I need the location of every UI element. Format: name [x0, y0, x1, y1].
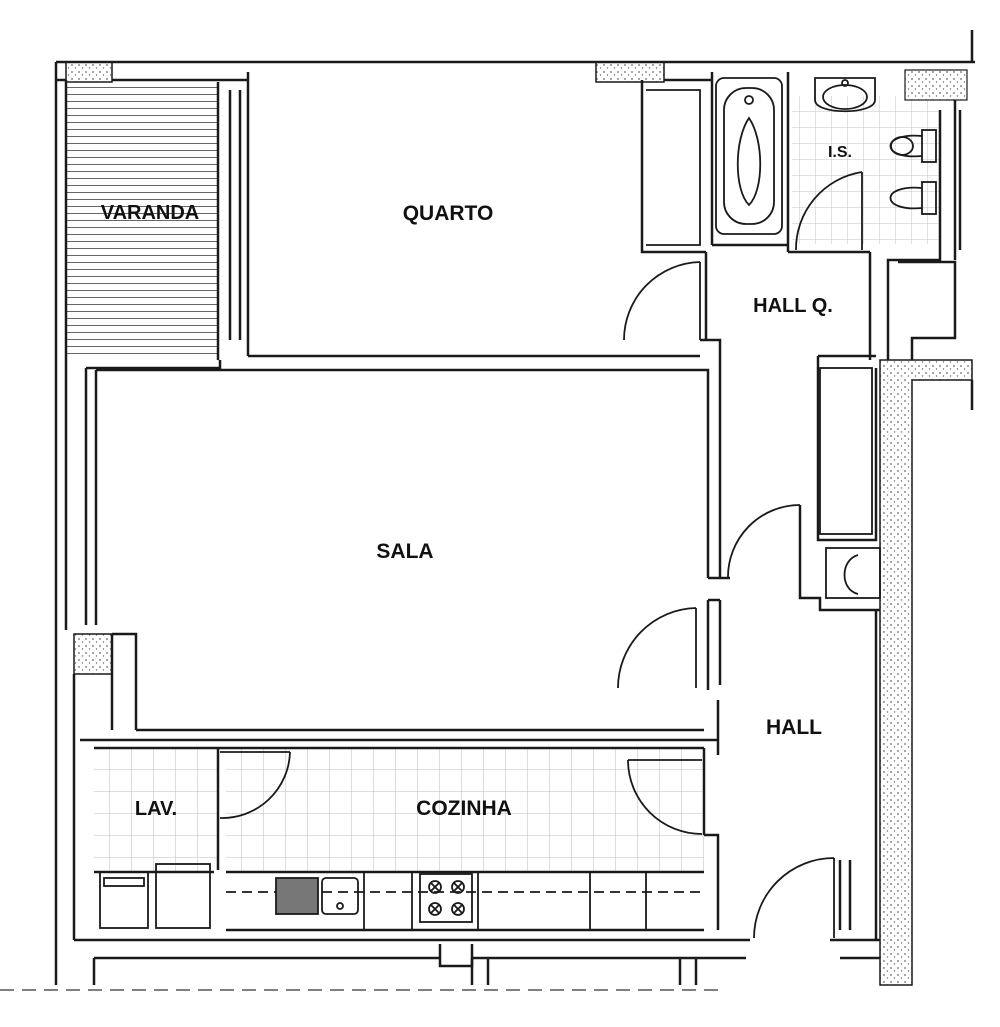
- floor-finishes: [66, 80, 940, 872]
- column-top-left: [65, 61, 113, 83]
- column-top-mid: [595, 61, 665, 83]
- structural-stipple: [65, 61, 973, 986]
- column-top-right: [904, 69, 968, 101]
- washing-machine: [99, 863, 211, 929]
- column-left: [73, 633, 113, 675]
- wardrobe-quarto: [646, 89, 701, 246]
- shaft-wall-right: [879, 359, 973, 986]
- cozinha-tile-floor: [226, 748, 704, 872]
- fixtures: [99, 77, 937, 930]
- cooktop: [419, 873, 473, 923]
- bidet: [889, 181, 937, 215]
- varanda-slat-floor: [66, 80, 218, 358]
- column-sink-hall: [825, 547, 881, 599]
- label-hall: HALL: [766, 716, 822, 739]
- door-sala: [617, 607, 697, 689]
- door-cozinha: [627, 759, 703, 835]
- door-entrance: [753, 857, 835, 939]
- walls: [54, 30, 975, 985]
- kitchen-sink: [275, 877, 359, 915]
- door-lav: [219, 751, 291, 819]
- room-labels: VARANDA QUARTO I.S. HALL Q. SALA HALL LA…: [101, 144, 852, 820]
- doors: [219, 171, 863, 939]
- kitchen-counter: [226, 872, 704, 930]
- wardrobe-hall: [819, 367, 873, 535]
- label-hall-q: HALL Q.: [753, 295, 833, 317]
- door-quarto: [623, 261, 701, 341]
- label-sala: SALA: [376, 540, 433, 563]
- lav-tile-floor: [94, 748, 218, 872]
- label-lav: LAV.: [135, 798, 177, 820]
- label-quarto: QUARTO: [403, 202, 494, 225]
- label-varanda: VARANDA: [101, 202, 200, 224]
- ts-tile-floor: [792, 96, 940, 244]
- door-hall-q: [727, 504, 801, 579]
- label-ts: I.S.: [828, 144, 852, 161]
- toilet: [889, 129, 937, 163]
- washbasin: [814, 77, 876, 113]
- bathtub: [715, 77, 783, 235]
- label-cozinha: COZINHA: [416, 797, 512, 820]
- door-ts: [795, 171, 863, 251]
